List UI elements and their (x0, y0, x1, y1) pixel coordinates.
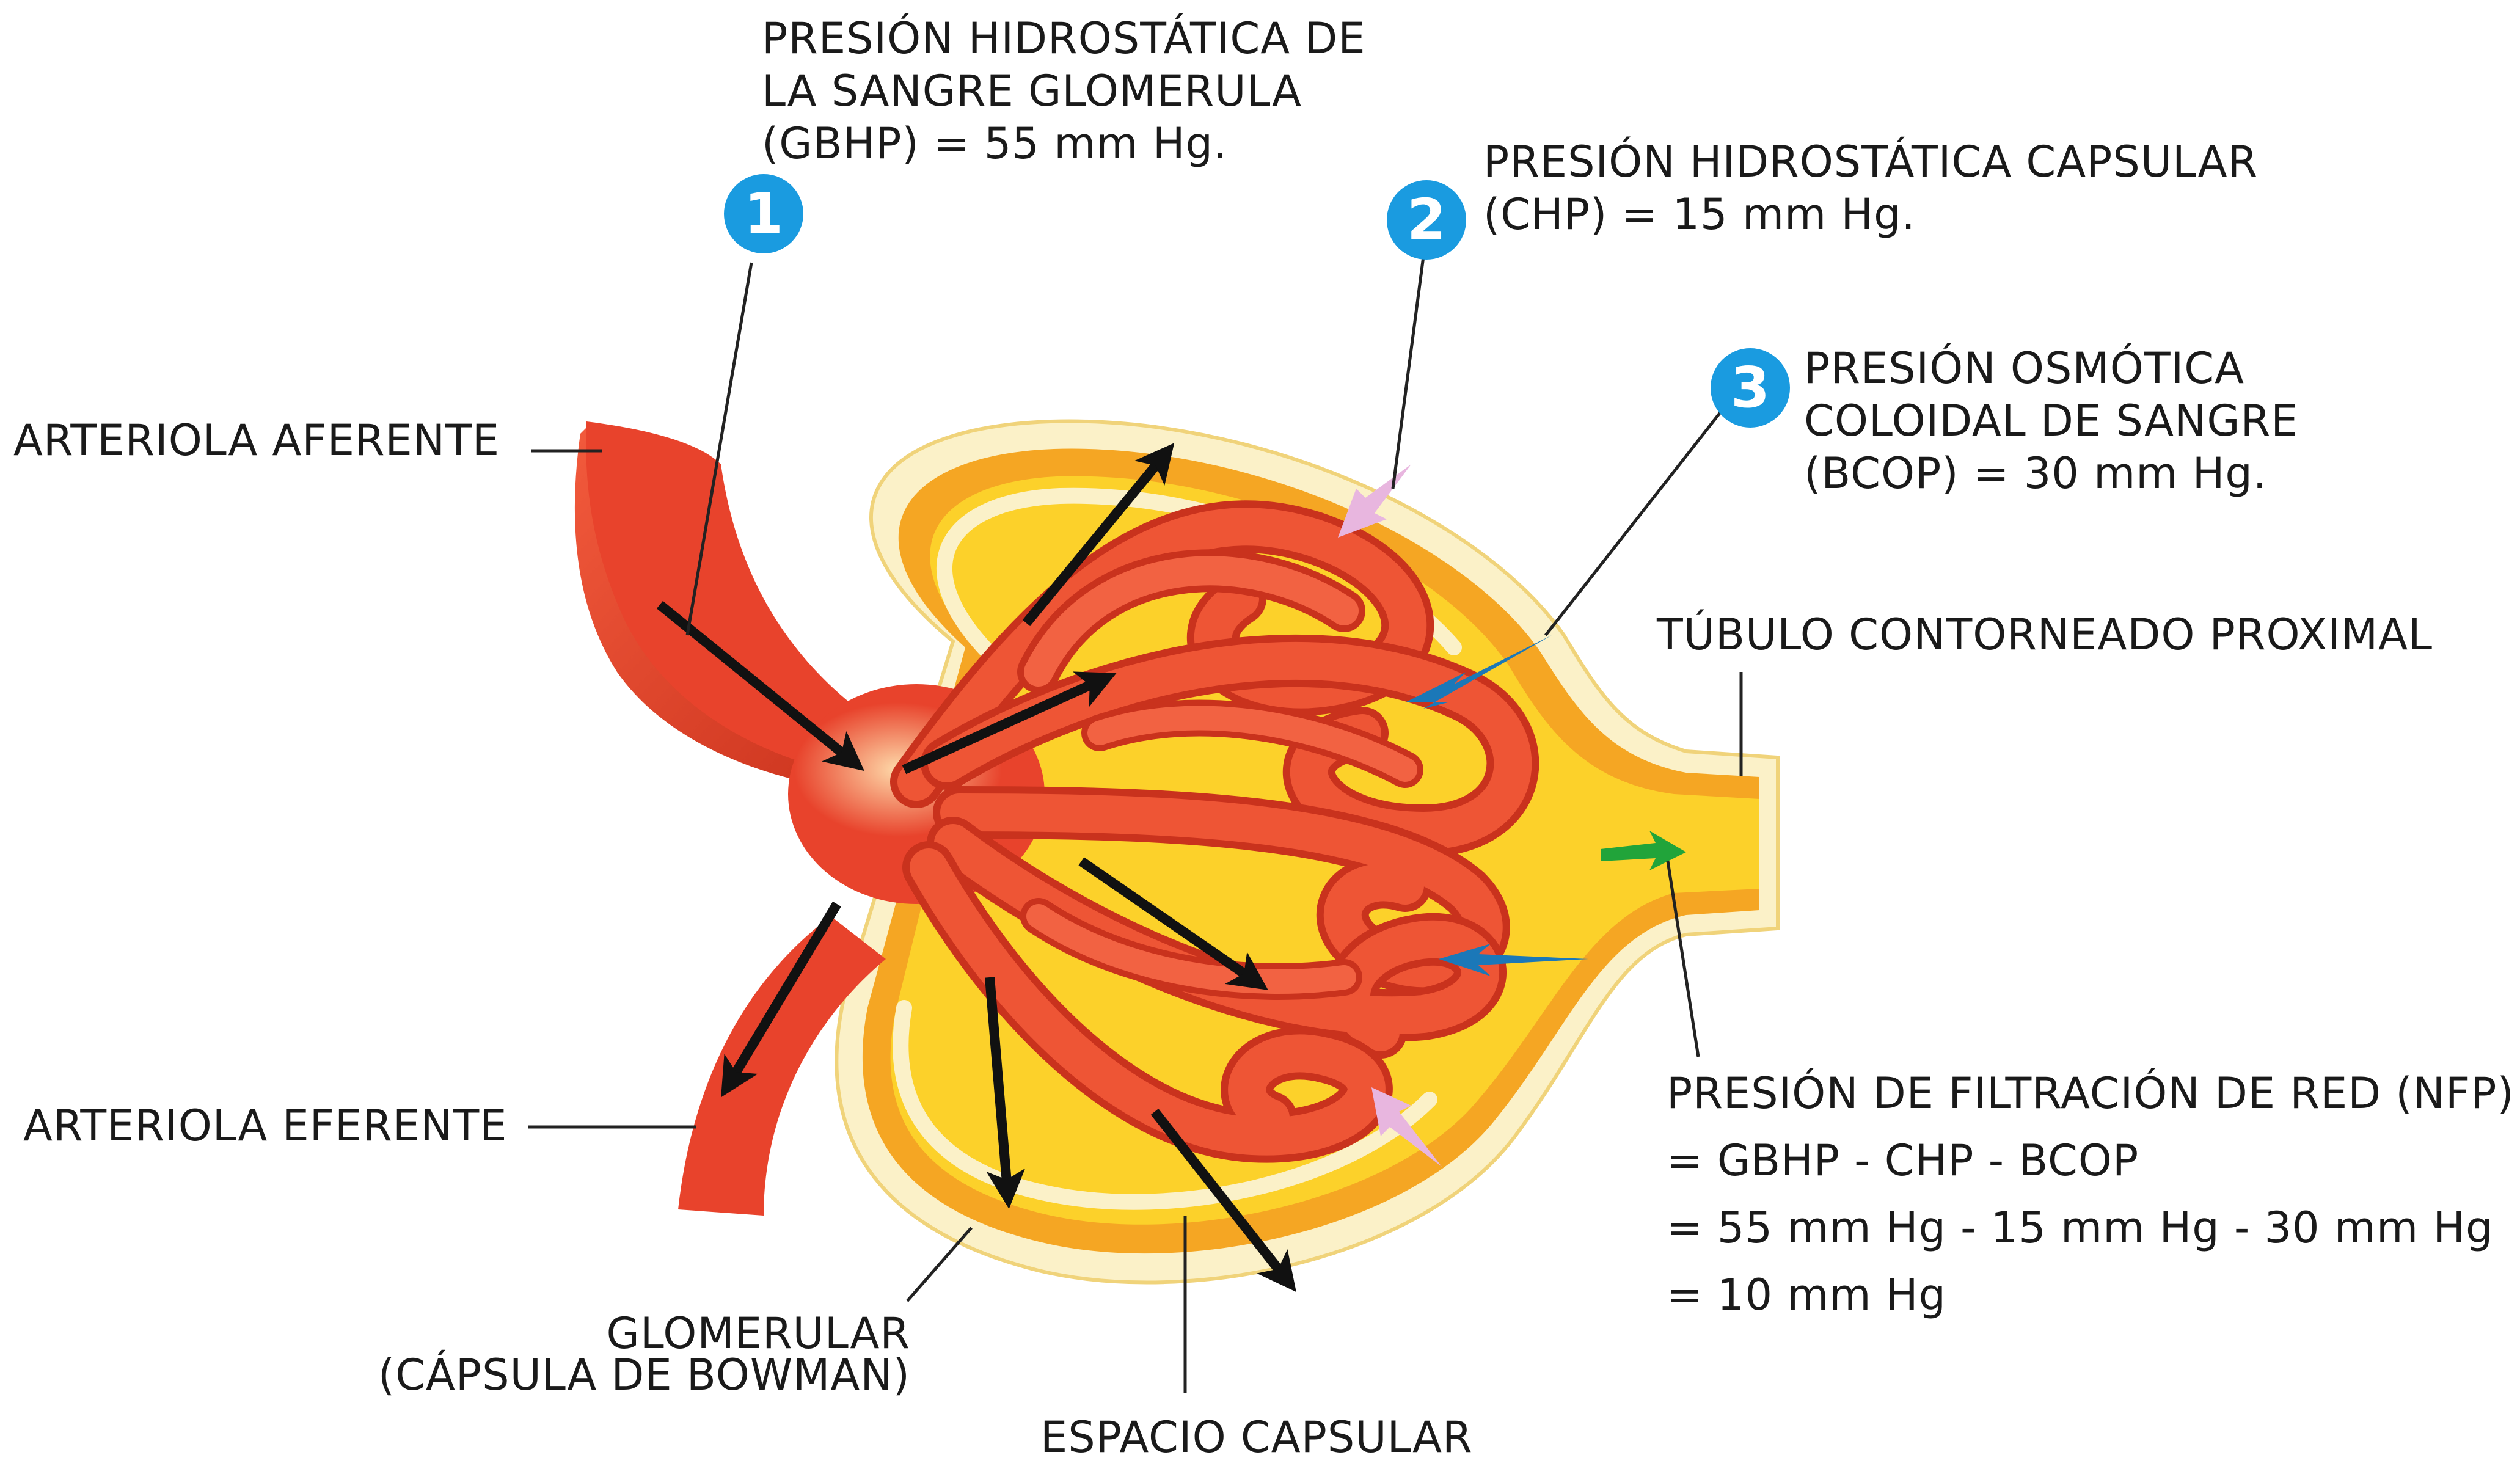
label-bcop: PRESIÓN OSMÓTICA COLOIDAL DE SANGRE (BCO… (1804, 343, 2299, 498)
flow-arrow-efferent (721, 901, 841, 1098)
leader-chp (1391, 256, 1425, 489)
label-bowman-capsule: GLOMERULAR (CÁPSULA DE BOWMAN) (378, 1308, 910, 1400)
flow-arrow-loop-4 (985, 977, 1026, 1209)
capsular-arrow-lower (1371, 1087, 1442, 1167)
efferent-arteriole (678, 916, 886, 1216)
flow-arrow-afferent (656, 600, 864, 771)
leader-bcop (1544, 408, 1724, 636)
label-proximal-tubule: TÚBULO CONTORNEADO PROXIMAL (1657, 610, 2433, 660)
osmotic-arrow-lower (1439, 944, 1588, 976)
label-nfp: PRESIÓN DE FILTRACIÓN DE RED (NFP) = GBH… (1667, 1068, 2515, 1320)
label-capsular-space: ESPACIO CAPSULAR (1040, 1412, 1473, 1462)
flow-arrow-loop-2 (1022, 443, 1175, 627)
label-chp: PRESIÓN HIDROSTÁTICA CAPSULAR (CHP) = 15… (1483, 137, 2259, 239)
label-gbhp: PRESIÓN HIDROSTÁTICA DE LA SANGRE GLOMER… (762, 13, 1366, 169)
capillary-loops (890, 500, 1539, 1163)
blood-flow-arrows (656, 443, 1296, 1293)
nfp-arrow (1601, 831, 1686, 870)
osmotic-arrows (1405, 635, 1588, 976)
label-afferent-arteriole: ARTERIOLA AFERENTE (13, 415, 500, 465)
badge-2: 2 (1387, 180, 1466, 260)
osmotic-arrow-upper (1405, 635, 1552, 709)
flow-arrow-loop-1 (902, 671, 1117, 775)
afferent-arteriole-body (586, 421, 898, 782)
flow-arrow-loop-5 (1150, 1109, 1296, 1293)
flow-arrow-loop-3 (1078, 857, 1268, 990)
capsule-inner-rim-lower (893, 1000, 1437, 1210)
badge-3: 3 (1711, 348, 1790, 428)
badge-1: 1 (724, 174, 803, 253)
leader-lines (528, 256, 1743, 1393)
leader-gbhp (685, 262, 753, 636)
afferent-arteriole (574, 428, 916, 794)
label-efferent-arteriole: ARTERIOLA EFERENTE (23, 1101, 508, 1151)
leader-nfp (1666, 861, 1700, 1057)
leader-capsule (906, 1227, 973, 1302)
